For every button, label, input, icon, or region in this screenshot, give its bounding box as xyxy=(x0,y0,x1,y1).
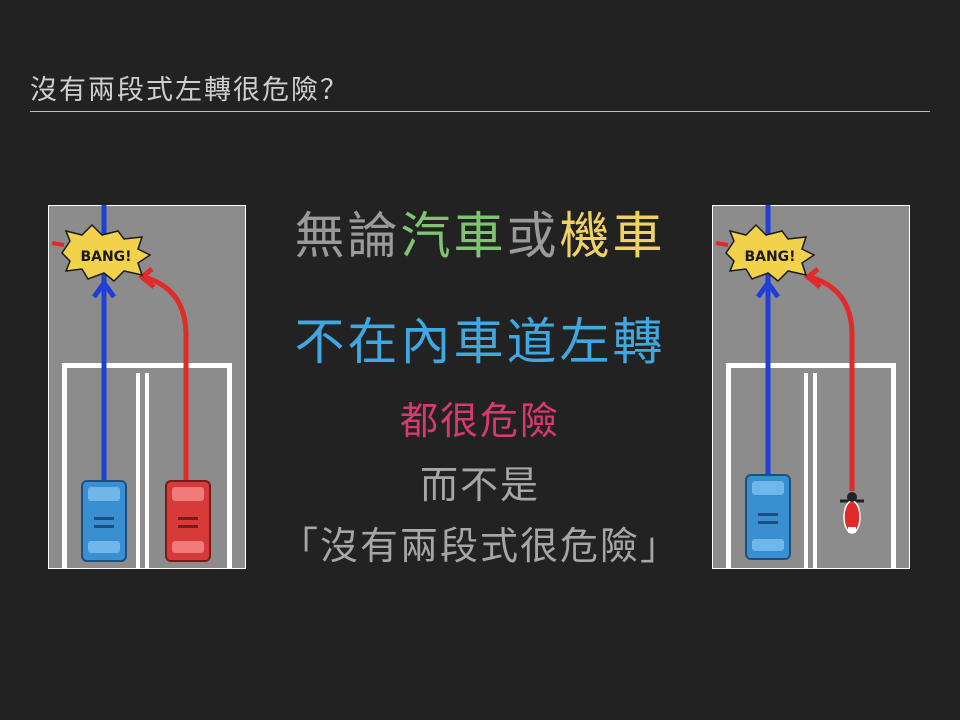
bang-label: BANG! xyxy=(744,249,795,265)
diagram-car-vs-car: BANG! xyxy=(48,205,246,569)
slide-title: 沒有兩段式左轉很危險？ xyxy=(30,75,349,106)
blue-car-icon xyxy=(81,480,127,562)
message-line-1: 無論汽車或機車 xyxy=(260,196,700,268)
diagram-left-svg: BANG! xyxy=(48,205,246,569)
lane-edge-right xyxy=(891,363,896,569)
lane-divider-a xyxy=(136,373,140,569)
stop-line xyxy=(726,363,896,368)
message-line-5: 「沒有兩段式很危險」 xyxy=(279,524,680,568)
message-line-1-part-2: 汽車 xyxy=(400,207,507,265)
message-line-2: 不在內車道左轉 xyxy=(294,313,666,371)
motorcycle-icon xyxy=(840,492,864,534)
bang-burst-icon xyxy=(715,223,816,283)
message-line-4: 而不是 xyxy=(419,463,540,507)
turn-path-arrow xyxy=(804,267,822,289)
message-line-3: 都很危險 xyxy=(399,399,560,443)
message-line-1-part-3: 或 xyxy=(506,207,560,265)
lane-edge-left xyxy=(62,363,67,569)
lane-edge-right xyxy=(227,363,232,569)
turn-path-arrow xyxy=(138,267,156,289)
message-line-1-part-4: 機車 xyxy=(559,207,666,265)
bang-label: BANG! xyxy=(80,249,131,265)
red-car-icon xyxy=(165,480,211,562)
turn-path-line xyxy=(143,274,189,495)
lane-divider-b xyxy=(813,373,817,569)
diagram-right-svg: BANG! xyxy=(712,205,910,569)
stop-line xyxy=(62,363,232,368)
straight-path-arrow xyxy=(91,278,117,299)
straight-path-arrow xyxy=(755,278,781,299)
bang-burst-icon xyxy=(51,223,152,283)
diagram-car-vs-scooter: BANG! xyxy=(712,205,910,569)
title-divider xyxy=(30,111,930,112)
lane-divider-b xyxy=(145,373,149,569)
message-line-1-part-1: 無論 xyxy=(294,207,401,265)
lane-divider-a xyxy=(804,373,808,569)
lane-edge-left xyxy=(726,363,731,569)
turn-path-line xyxy=(809,274,855,491)
blue-car-icon xyxy=(745,474,791,560)
